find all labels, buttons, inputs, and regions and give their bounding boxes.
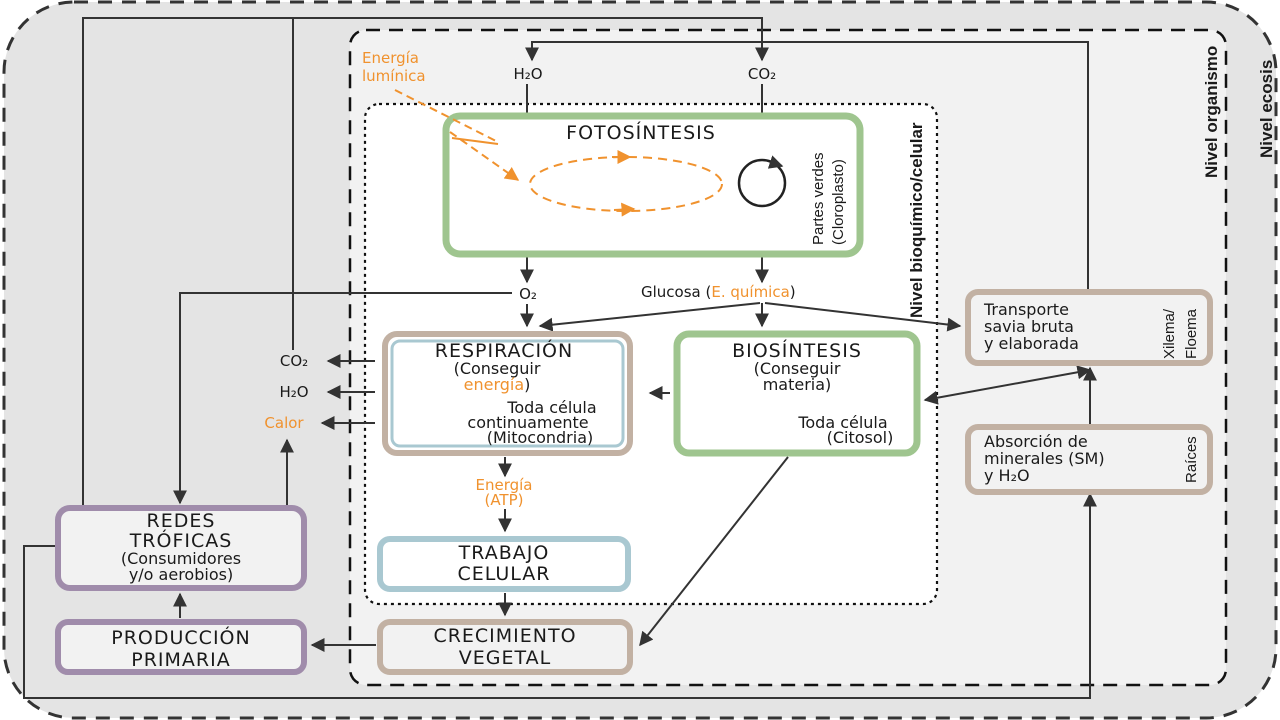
trophic-webs-box: [55, 505, 307, 591]
organism-level-label: Nivel organismo: [1202, 46, 1221, 178]
transport-line1: Transporte: [983, 300, 1069, 319]
transport-box: [965, 289, 1213, 366]
trophic-webs-line4: y/o aerobios): [129, 565, 233, 584]
biosynthesis-sub2: materia): [763, 375, 832, 394]
transport-line2: savia bruta: [984, 317, 1074, 336]
trophic-webs-line1: REDES: [147, 510, 216, 532]
atp-label-line2: (ATP): [484, 491, 523, 509]
transport-side-line2: Floema: [1183, 308, 1200, 359]
photosynthesis-box: [442, 112, 864, 258]
respiration-sub1: (Conseguir: [454, 359, 541, 378]
primary-production-box: [55, 619, 307, 675]
co2-input-label: CO₂: [748, 65, 776, 83]
biosynthesis-sub1: (Conseguir: [754, 359, 841, 378]
plant-growth-line2: VEGETAL: [459, 647, 551, 669]
oxygen-label: O₂: [519, 285, 537, 303]
carbon-cycle-icon: [737, 158, 787, 208]
co2-output-label: CO₂: [280, 352, 308, 370]
absorption-line3: y H₂O: [984, 466, 1030, 485]
light-energy-label-line2: lumínica: [362, 67, 426, 85]
respiration-sub2: energía): [464, 375, 531, 394]
absorption-line2: minerales (SM): [984, 449, 1105, 468]
biosynthesis-sub3: Toda célula: [797, 413, 887, 432]
trophic-webs-line3: (Consumidores: [121, 549, 241, 568]
atp-label-line1: Energía: [476, 476, 533, 494]
cellular-level-label: Nivel bioquímico/celular: [907, 122, 926, 318]
photosynthesis-title: FOTOSÍNTESIS: [566, 121, 716, 144]
glucose-label: Glucosa (E. química): [641, 283, 796, 301]
ecosystem-level-label: Nivel ecosis: [1257, 60, 1276, 158]
respiration-box: [382, 331, 633, 456]
biosynthesis-title: BIOSÍNTESIS: [732, 339, 862, 362]
light-reaction-cycle: [529, 156, 723, 212]
primary-production-line1: PRODUCCIÓN: [111, 625, 250, 649]
absorption-box: [965, 424, 1213, 495]
light-energy-label-line1: Energía: [362, 49, 419, 67]
transport-line3: y elaborada: [984, 334, 1079, 353]
absorption-side: Raíces: [1183, 436, 1200, 483]
cellular-work-box: [377, 536, 631, 592]
biosynthesis-box: [673, 330, 921, 457]
absorption-line1: Absorción de: [984, 432, 1088, 451]
photosynthesis-side-line1: Partes verdes: [810, 152, 827, 245]
photosynthesis-side-line2: (Cloroplasto): [830, 159, 847, 245]
respiration-sub5: (Mitocondria): [487, 428, 594, 447]
water-input-label: H₂O: [513, 65, 542, 83]
water-output-label: H₂O: [279, 383, 308, 401]
biosynthesis-sub4: (Citosol): [827, 428, 894, 447]
respiration-sub4: continuamente: [467, 413, 588, 432]
respiration-sub3: Toda célula: [506, 398, 596, 417]
heat-output-label: Calor: [264, 414, 304, 432]
respiration-title: RESPIRACIÓN: [435, 338, 573, 362]
transport-side-line1: Xilema/: [1161, 308, 1178, 359]
cellular-work-line2: CELULAR: [457, 563, 550, 585]
trophic-webs-line2: TRÓFICAS: [129, 528, 233, 552]
plant-growth-box: [377, 619, 633, 675]
plant-growth-line1: CRECIMIENTO: [433, 625, 576, 647]
primary-production-line2: PRIMARIA: [131, 649, 230, 671]
cellular-work-line1: TRABAJO: [458, 542, 550, 564]
